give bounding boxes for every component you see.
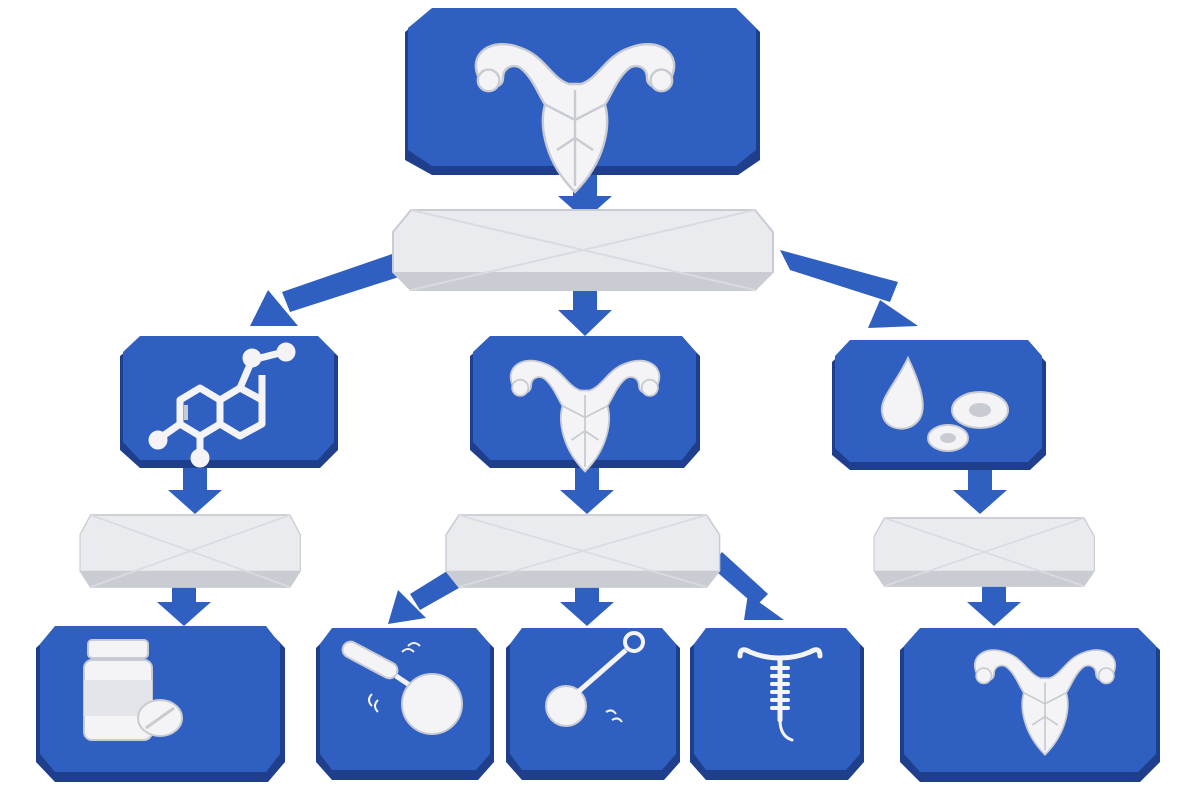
node-branch-middle bbox=[470, 336, 700, 473]
arrow-right-branch-to-label bbox=[953, 466, 1007, 514]
arrow-right-label-to-leaf-5 bbox=[967, 580, 1021, 626]
blood-drop-cells-icon bbox=[880, 355, 1009, 452]
node-root bbox=[405, 8, 760, 194]
vibrating-massager-icon bbox=[341, 640, 463, 735]
curette-tool-icon bbox=[545, 631, 645, 727]
node-leaf-3 bbox=[506, 628, 680, 780]
iud-icon bbox=[737, 647, 823, 742]
molecule-icon bbox=[148, 342, 296, 468]
node-branch-right bbox=[832, 340, 1046, 470]
label-box-main bbox=[392, 209, 774, 291]
label-box-middle bbox=[445, 514, 721, 588]
arrow-middle-label-to-leaf-4 bbox=[710, 552, 784, 620]
arrow-label-to-left-branch bbox=[250, 253, 405, 326]
arrow-label-to-right-branch bbox=[780, 250, 918, 328]
arrow-label-to-middle-branch bbox=[558, 288, 612, 336]
arrow-middle-branch-to-label bbox=[560, 466, 614, 514]
label-box-left bbox=[79, 514, 302, 588]
node-branch-left bbox=[120, 336, 338, 468]
node-leaf-5 bbox=[900, 628, 1160, 782]
node-leaf-1 bbox=[36, 626, 285, 782]
node-leaf-4 bbox=[690, 628, 864, 780]
arrow-left-branch-to-label bbox=[168, 466, 222, 514]
label-box-right bbox=[873, 517, 1096, 587]
pill-bottle-tablet-icon bbox=[83, 639, 183, 741]
node-leaf-2 bbox=[316, 628, 494, 780]
